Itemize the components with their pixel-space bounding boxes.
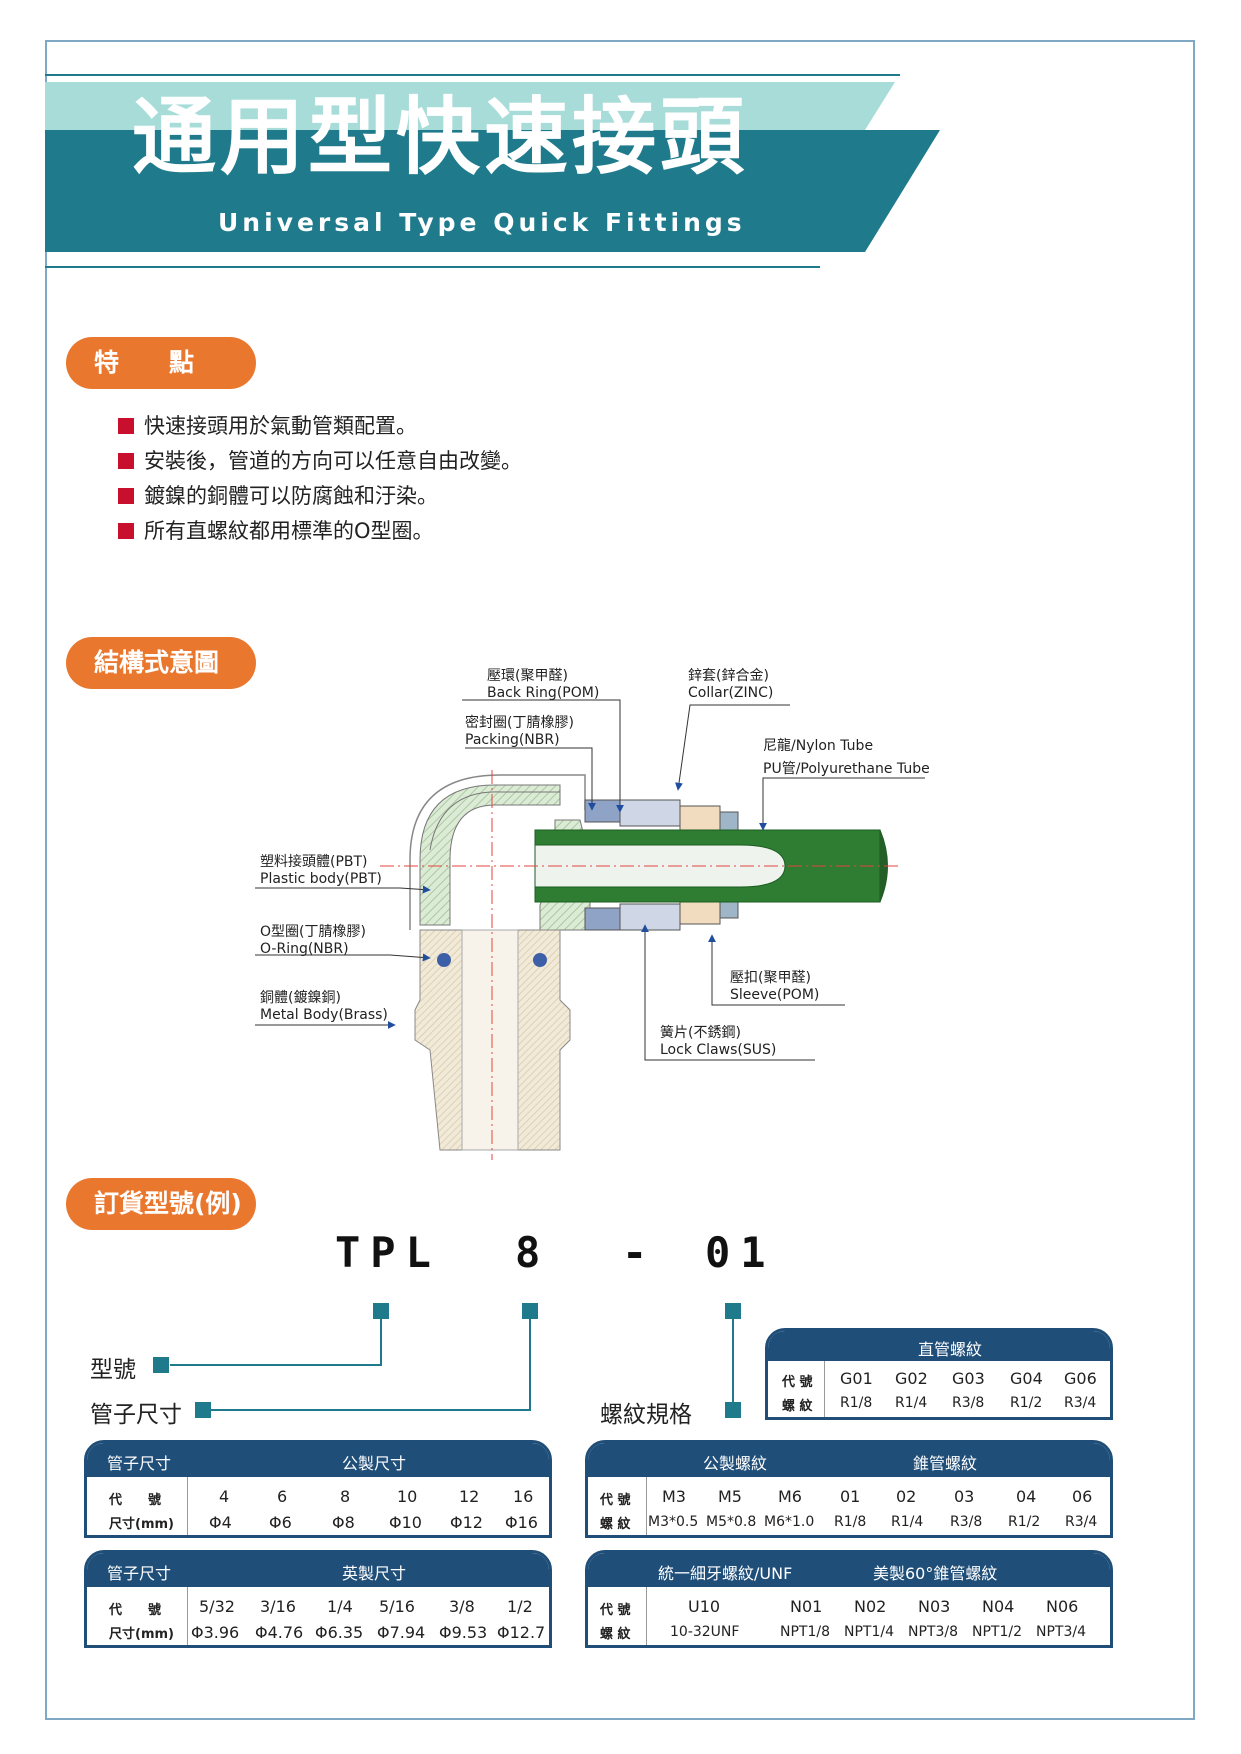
feature-item: 快速接頭用於氣動管類配置。	[118, 410, 417, 440]
model-dash: -	[622, 1228, 658, 1277]
structure-pill: 結構式意圖	[66, 637, 256, 689]
legend-type: 型號	[90, 1357, 136, 1383]
label-sleeve: 壓扣(聚甲醛)Sleeve(POM)	[730, 970, 820, 1003]
page-frame	[45, 40, 1195, 1720]
model-thread: 01	[705, 1228, 776, 1277]
feature-item: 安裝後，管道的方向可以任意自由改變。	[118, 445, 522, 475]
bullet-square-icon	[118, 418, 134, 434]
label-lock-claws: 簧片(不銹鋼)Lock Claws(SUS)	[660, 1025, 777, 1058]
table-straight-thread: 直管螺紋 代 號 螺 紋 G01 G02 G03 G04 G06 R1/8 R1…	[765, 1328, 1113, 1420]
label-o-ring: O型圈(丁腈橡膠)O-Ring(NBR)	[260, 924, 366, 957]
feature-item: 鍍鎳的銅體可以防腐蝕和汙染。	[118, 480, 438, 510]
label-collar: 鋅套(鋅合金)Collar(ZINC)	[688, 668, 774, 701]
order-pill: 訂貨型號(例)	[66, 1178, 256, 1230]
label-plastic-body: 塑料接頭體(PBT)Plastic body(PBT)	[260, 854, 382, 887]
bullet-square-icon	[118, 523, 134, 539]
page-subtitle: Universal Type Quick Fittings	[218, 208, 746, 237]
features-pill: 特 點	[66, 337, 256, 389]
bullet-square-icon	[118, 488, 134, 504]
label-packing: 密封圈(丁腈橡膠)Packing(NBR)	[465, 715, 574, 748]
feature-item: 所有直螺紋都用標準的O型圈。	[118, 515, 434, 545]
model-size: 8	[515, 1228, 551, 1277]
legend-thread: 螺紋規格	[600, 1402, 692, 1428]
table-metric-taper-thread: 公製螺紋錐管螺紋 代 號 螺 紋 M3 M5 M6 01 02 03 04 06…	[585, 1440, 1113, 1538]
model-series: TPL	[335, 1228, 441, 1277]
label-metal-body: 銅體(鍍鎳銅)Metal Body(Brass)	[260, 990, 388, 1023]
bullet-square-icon	[118, 453, 134, 469]
title-banner	[45, 74, 940, 268]
legend-tube-size: 管子尺寸	[90, 1402, 182, 1428]
table-metric-size: 管子尺寸公製尺寸 代 號 尺寸(mm) 4 6 8 10 12 16 Φ4 Φ6…	[84, 1440, 552, 1538]
page-title: 通用型快速接頭	[132, 88, 749, 186]
table-inch-size: 管子尺寸英製尺寸 代 號 尺寸(mm) 5/32 3/16 1/4 5/16 3…	[84, 1550, 552, 1648]
label-back-ring: 壓環(聚甲醛)Back Ring(POM)	[487, 668, 600, 701]
